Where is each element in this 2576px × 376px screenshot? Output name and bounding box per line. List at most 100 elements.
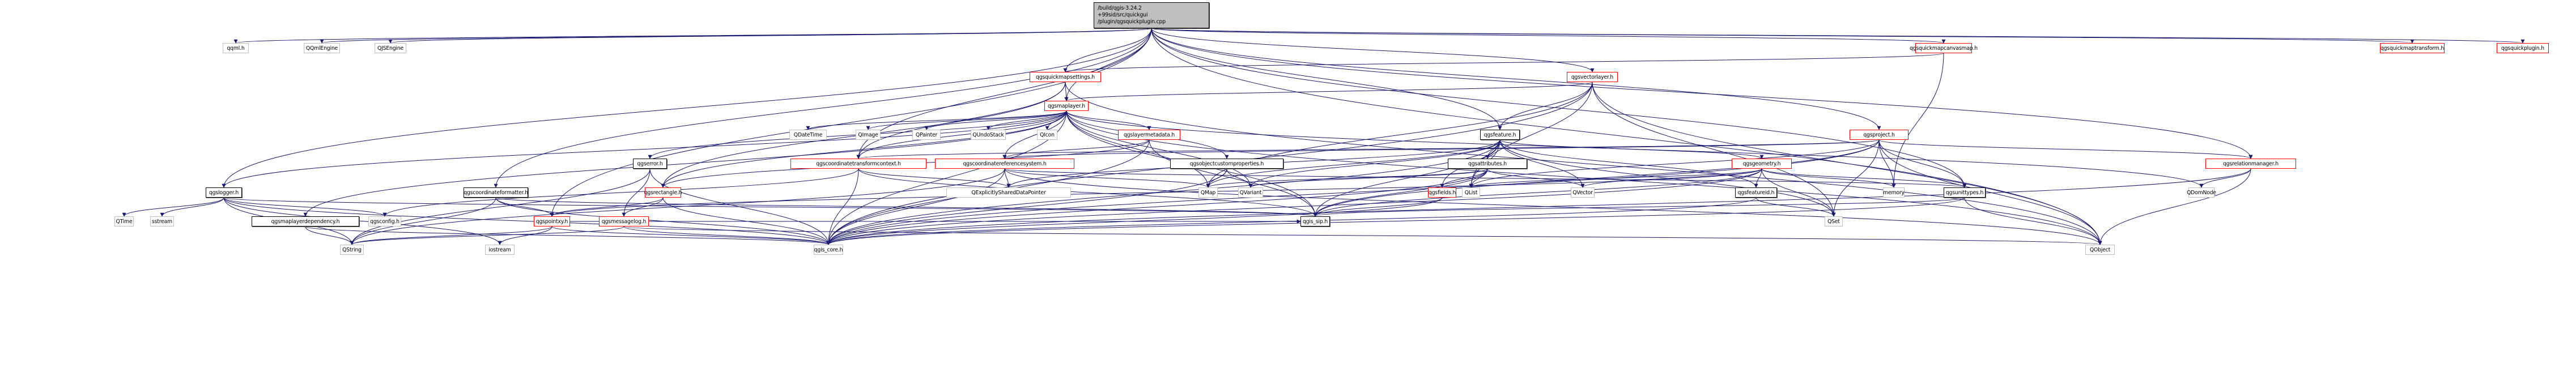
edge-maplayer-to-qvariant <box>1066 110 1253 188</box>
graph-node-sip[interactable]: qgis_sip.h <box>1300 216 1330 227</box>
graph-node-messagelog[interactable]: qgsmessagelog.h <box>599 216 649 227</box>
graph-node-qtime[interactable]: QTime <box>114 216 134 227</box>
edge-logger-to-core <box>223 197 831 245</box>
graph-node-qjsengine[interactable]: QJSEngine <box>375 43 406 53</box>
graph-node-qset[interactable]: QSet <box>1825 216 1843 227</box>
node-label: QString <box>342 246 362 253</box>
node-label: sstream <box>151 218 173 225</box>
node-label: QMap <box>1200 189 1216 196</box>
node-label: /plugin/qgsquickplugin.cpp <box>1098 19 1166 25</box>
graph-node-qvector[interactable]: QVector <box>1571 187 1595 198</box>
edge-logger-to-config <box>223 197 387 217</box>
edge-vectorlayer-to-qset <box>1592 82 1836 217</box>
graph-node-mapsettings[interactable]: qgsquickmapsettings.h <box>1030 72 1101 82</box>
graph-node-qexplicit[interactable]: QExplicitlySharedDataPointer <box>946 187 1071 198</box>
graph-node-qpainter[interactable]: QPainter <box>912 130 941 140</box>
graph-node-rectangle[interactable]: qgsrectangle.h <box>644 187 682 198</box>
node-label: QPainter <box>915 131 938 138</box>
graph-node-error[interactable]: qgserror.h <box>633 159 667 169</box>
node-label: QObject <box>2089 246 2111 253</box>
graph-node-qlist[interactable]: QList <box>1462 187 1480 198</box>
edge-geometry-to-pointxy <box>550 168 1762 217</box>
graph-node-canvasmap[interactable]: qgsquickmapcanvasmap.h <box>1910 43 1978 53</box>
edge-project-to-sip <box>1313 139 1880 217</box>
graph-node-project[interactable]: qgsproject.h <box>1850 130 1908 140</box>
graph-node-ctcontext[interactable]: qgscoordinatetransformcontext.h <box>790 159 926 169</box>
graph-node-config[interactable]: qgsconfig.h <box>368 216 401 227</box>
graph-node-qvariant[interactable]: QVariant <box>1238 187 1263 198</box>
graph-node-qmap[interactable]: QMap <box>1198 187 1218 198</box>
graph-node-logger[interactable]: qgslogger.h <box>206 187 242 198</box>
graph-node-featureid[interactable]: qgsfeatureid.h <box>1735 187 1777 198</box>
edge-layermetadata-to-sip <box>1149 139 1317 217</box>
graph-node-core[interactable]: qgis_core.h <box>814 245 843 255</box>
graph-node-memory[interactable]: memory <box>1883 187 1905 198</box>
edge-pointxy-to-iostream <box>498 226 552 245</box>
node-label: qqml.h <box>227 45 245 52</box>
edge-maplayer-to-qundostack <box>986 110 1067 130</box>
node-label: qgis_sip.h <box>1302 218 1328 225</box>
graph-node-maplayer[interactable]: qgsmaplayer.h <box>1044 101 1089 111</box>
node-label: qgsmaplayer.h <box>1047 102 1086 109</box>
graph-node-qundostack[interactable]: QUndoStack <box>971 130 1006 140</box>
edge-canvasmap-to-mapsettings <box>1064 53 1944 72</box>
edge-messagelog-to-qstring <box>350 226 624 245</box>
graph-node-vectorlayer[interactable]: qgsvectorlayer.h <box>1567 72 1618 82</box>
edge-geometry-to-qset <box>1761 168 1836 217</box>
graph-node-root[interactable]: /build/qgis-3.24.2+99sid/src/quickgui/pl… <box>1094 2 1209 28</box>
edge-geometry-to-sip <box>1313 168 1762 217</box>
graph-node-maptransform[interactable]: qgsquickmaptransform.h <box>2380 43 2445 53</box>
edge-unittypes-to-sip <box>1313 197 1965 217</box>
edge-crs-to-qobject <box>1004 168 2102 245</box>
edge-relmanager-to-qobject <box>2098 168 2251 245</box>
node-label: qgsquickmapsettings.h <box>1036 74 1095 80</box>
edge-project-to-relmanager <box>1878 139 2253 159</box>
graph-node-relmanager[interactable]: qgsrelationmanager.h <box>2205 159 2296 169</box>
graph-node-unittypes[interactable]: qgsunittypes.h <box>1944 187 1986 198</box>
edge-root-to-quickplugin <box>1151 28 2524 44</box>
edge-coordformatter-to-sip <box>495 197 1317 217</box>
graph-node-layermetadata[interactable]: qgslayermetadata.h <box>1118 130 1180 140</box>
edge-pointxy-to-core <box>551 226 831 245</box>
graph-node-qstring[interactable]: QString <box>340 245 364 255</box>
graph-node-qobject[interactable]: QObject <box>2085 245 2115 255</box>
node-label: +99sid/src/quickgui <box>1098 12 1148 18</box>
graph-node-geometry[interactable]: qgsgeometry.h <box>1732 159 1792 169</box>
edge-maplayer-to-qimage <box>866 110 1067 130</box>
edge-root-to-mapsettings <box>1063 28 1152 72</box>
edge-coordformatter-to-pointxy <box>495 197 554 217</box>
node-label: qgsgeometry.h <box>1742 160 1781 167</box>
graph-node-sstream[interactable]: sstream <box>150 216 174 227</box>
graph-node-objcustprops[interactable]: qgsobjectcustomproperties.h <box>1170 159 1283 169</box>
edge-relmanager-to-core <box>826 168 2251 245</box>
graph-node-qdomnode[interactable]: QDomNode <box>2187 187 2216 198</box>
edge-attributes-to-qmap <box>1206 168 1488 188</box>
graph-node-attributes[interactable]: qgsattributes.h <box>1448 159 1527 169</box>
node-label: qgsfields.h <box>1428 189 1456 196</box>
graph-node-qimage[interactable]: QImage <box>856 130 881 140</box>
edge-maplayer-to-qdatetime <box>806 110 1067 130</box>
graph-node-layerdep[interactable]: qgsmaplayerdependency.h <box>252 216 359 227</box>
graph-node-crs[interactable]: qgscoordinatereferencesystem.h <box>935 159 1074 169</box>
graph-node-pointxy[interactable]: qgspointxy.h <box>534 216 570 227</box>
graph-node-qqmlengine[interactable]: QQmlEngine <box>304 43 340 53</box>
node-label: qgsrectangle.h <box>644 189 682 196</box>
edge-geometry-to-qlist <box>1469 168 1762 188</box>
edge-root-to-maplayer <box>1064 28 1152 101</box>
graph-node-feature[interactable]: qgsfeature.h <box>1480 130 1520 140</box>
node-label: QExplicitlySharedDataPointer <box>971 189 1046 196</box>
graph-node-qicon[interactable]: QIcon <box>1037 130 1057 140</box>
graph-node-iostream[interactable]: iostream <box>485 245 515 255</box>
graph-node-qqml[interactable]: qqml.h <box>223 43 249 53</box>
edge-crs-to-qexplicit <box>1004 168 1011 188</box>
edge-vectorlayer-to-maplayer <box>1064 82 1593 101</box>
edge-feature-to-geometry <box>1499 139 1764 159</box>
graph-node-fields[interactable]: qgsfields.h <box>1428 187 1456 198</box>
graph-node-quickplugin[interactable]: qgsquickplugin.h <box>2497 43 2549 53</box>
node-label: QImage <box>858 131 878 138</box>
edge-geometry-to-core <box>826 168 1762 245</box>
edge-vectorlayer-to-qlist <box>1469 82 1593 188</box>
graph-node-coordformatter[interactable]: qgscoordinateformatter.h <box>464 187 528 198</box>
edge-crs-to-core <box>826 168 1005 245</box>
graph-node-qdatetime[interactable]: QDateTime <box>789 130 827 140</box>
